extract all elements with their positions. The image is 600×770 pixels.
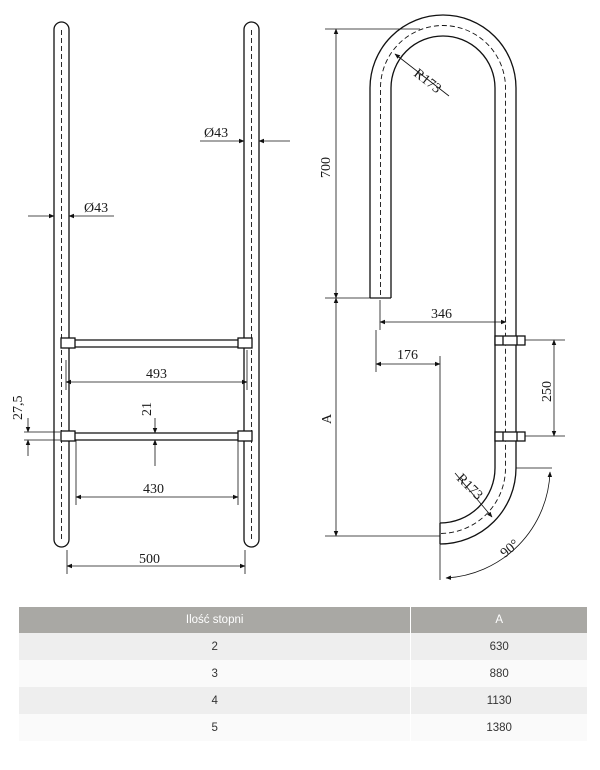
dim-ladder-width: 500 [139,552,160,567]
dim-height-a: A [320,413,335,424]
right-rail [243,21,260,548]
cell-steps: 3 [19,660,411,687]
dim-step-width: 430 [143,482,164,497]
cell-steps: 5 [19,714,411,741]
cell-a: 1380 [410,714,587,741]
lower-step [60,430,253,442]
dim-reach: 346 [431,307,452,322]
table-header-row: Ilość stopni A [19,607,587,633]
upper-step [60,337,253,349]
cell-a: 630 [410,633,587,660]
table-row: 5 1380 [19,714,587,741]
dim-diameter-left: Ø43 [84,201,108,216]
header-step-count: Ilość stopni [19,607,411,633]
side-rail-outer [369,14,517,545]
header-a: A [410,607,587,633]
lower-bolt [494,431,526,442]
dim-step-spacing: 493 [146,367,167,382]
dim-angle: 90° [498,537,523,561]
side-rail-inner [390,35,496,524]
table-row: 3 880 [19,660,587,687]
steps-table: Ilość stopni A 2 630 3 880 4 1130 5 1380 [19,607,587,741]
cell-steps: 2 [19,633,411,660]
cell-steps: 4 [19,687,411,714]
dim-step-offset: 27,5 [11,396,26,421]
front-dimensions [24,138,290,574]
ladder-technical-drawing: Ø43 Ø43 493 27,5 21 430 500 [11,14,565,580]
table-row: 4 1130 [19,687,587,714]
side-dimensions [325,28,565,580]
dim-diameter-right: Ø43 [204,126,228,141]
dim-step-thickness: 21 [140,402,155,416]
front-view [53,21,260,548]
table-row: 2 630 [19,633,587,660]
dim-top-radius: R173 [411,66,444,97]
dim-bolt-spacing: 250 [540,381,555,402]
dim-bottom-radius: R173 [453,471,485,503]
dim-offset: 176 [397,348,418,363]
cell-a: 1130 [410,687,587,714]
upper-bolt [494,335,526,346]
dim-top-height: 700 [319,157,334,178]
left-rail [53,21,70,548]
cell-a: 880 [410,660,587,687]
